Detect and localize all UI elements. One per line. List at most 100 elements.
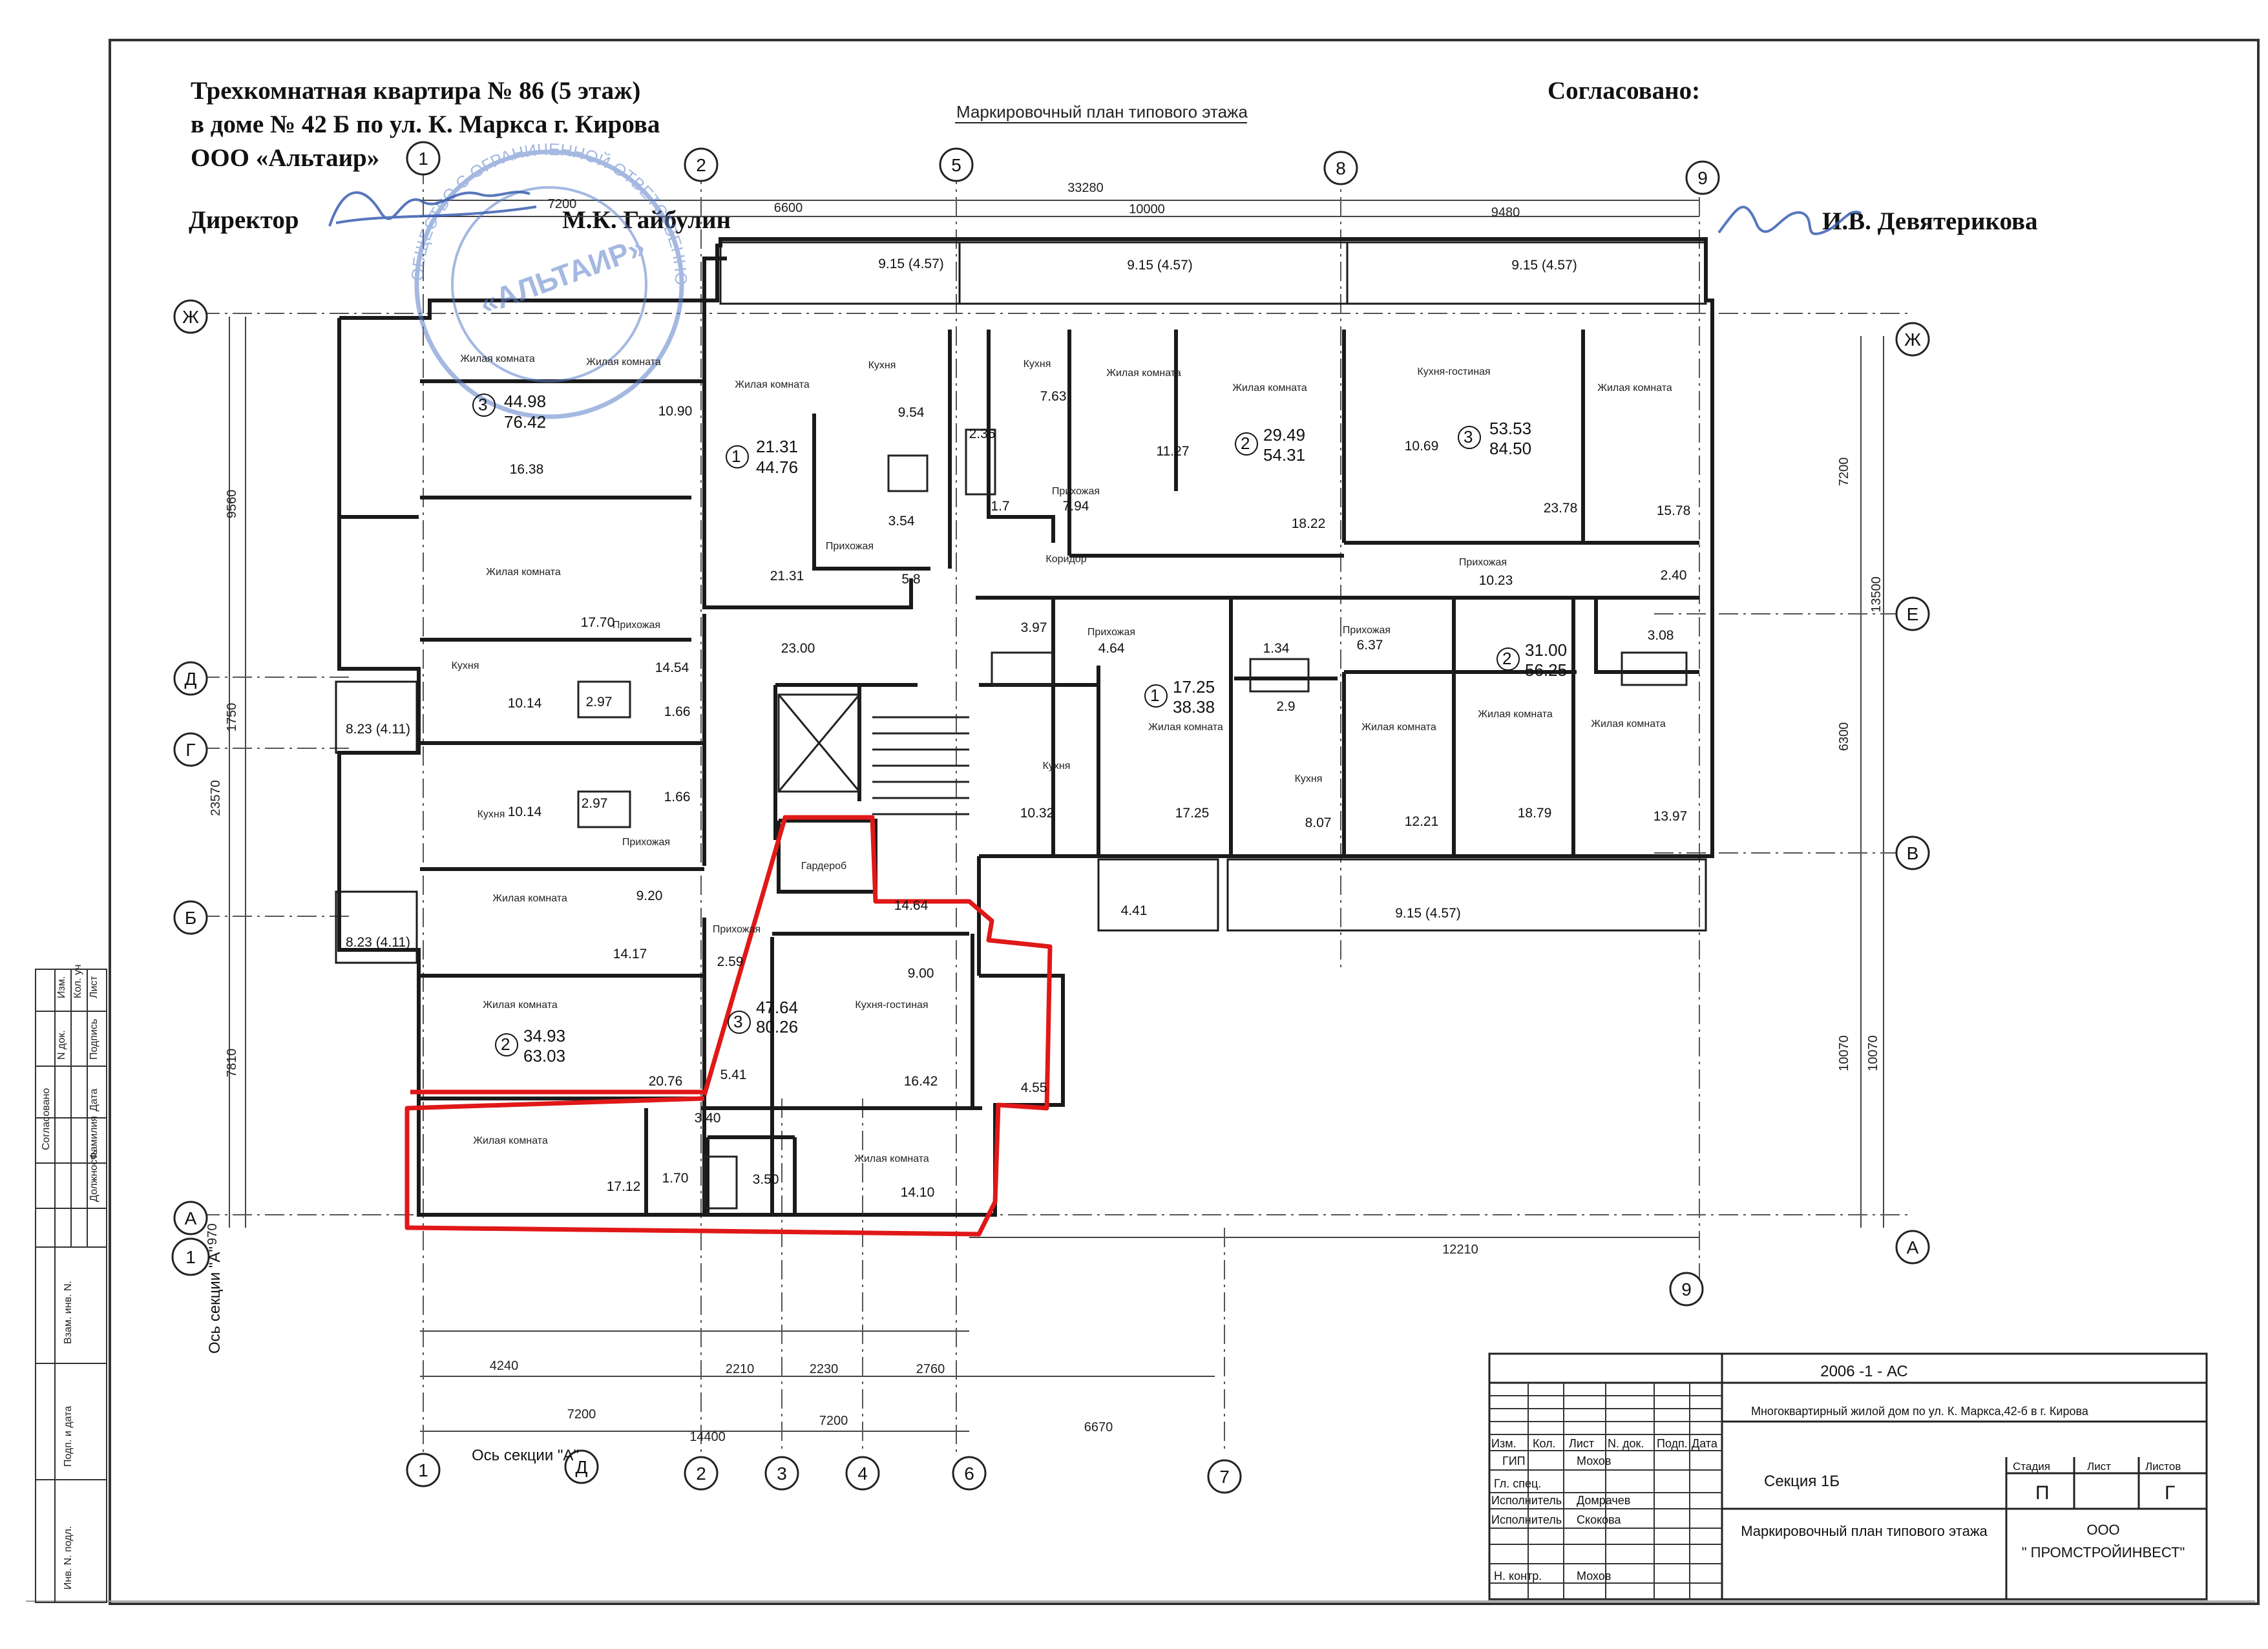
tb-project: Многоквартирный жилой дом по ул. К. Марк… [1751, 1405, 2089, 1418]
apt-num: 1 [1150, 686, 1159, 705]
room-kitchen-living: Кухня-гостиная [855, 1000, 928, 1011]
area: 5.41 [720, 1067, 747, 1082]
axis-left-g: Г [185, 740, 195, 760]
sheet-frame [26, 39, 2260, 1605]
round-stamp: ОБЩЕСТВО С ОГРАНИЧЕННОЙ ОТВЕТСТВЕННОСТЬЮ… [0, 0, 691, 419]
area: 14.64 [894, 898, 929, 913]
apt-num: 3 [1464, 427, 1473, 446]
area: 8.07 [1305, 815, 1332, 830]
area: 3.40 [695, 1111, 721, 1126]
apt-total-area: 76.42 [504, 412, 546, 432]
room-kitchen: Кухня [452, 660, 479, 671]
tb-col: Кол. [1533, 1437, 1556, 1450]
room-corridor: Коридор [1045, 554, 1086, 565]
room-living: Жилая комната [1478, 709, 1553, 720]
tb-org-line2: " ПРОМСТРОЙИНВЕСТ" [2022, 1544, 2185, 1560]
area: 14.17 [613, 947, 647, 961]
tb-role: Гл. спец. [1494, 1477, 1541, 1490]
tb-role: Н. контр. [1494, 1570, 1542, 1582]
area: 3.97 [1021, 620, 1047, 635]
tb-role: Исполнитель [1491, 1513, 1562, 1526]
tb-name: Мохов [1577, 1570, 1611, 1582]
area: 10.69 [1405, 439, 1439, 454]
area: 9.15 (4.57) [1395, 906, 1461, 921]
tb-col: Лист [1569, 1437, 1594, 1450]
room-kitchen: Кухня [1024, 359, 1051, 370]
side-vertical: Подп. и дата [63, 1406, 74, 1467]
dim-left-1750: 1750 [225, 703, 239, 732]
tb-name: Скокова [1577, 1513, 1622, 1526]
room-kitchen-living: Кухня-гостиная [1417, 366, 1490, 377]
stamp-center-text: «АЛЬТАИР» [476, 230, 649, 320]
apt-living-area: 31.00 [1525, 640, 1567, 660]
dim-left-9560: 9560 [225, 490, 239, 519]
area: 1.66 [664, 790, 691, 804]
tb-col: Подп. [1657, 1437, 1688, 1450]
area: 2.40 [1661, 568, 1687, 583]
tb-sheets-value: Г [2165, 1482, 2175, 1504]
tb-section: Секция 1Б [1764, 1473, 1840, 1490]
area: 8.23 (4.11) [346, 722, 410, 737]
title-block-main: 2006 -1 - АС Многоквартирный жилой дом п… [1741, 1363, 2185, 1560]
section-axis-label: Ось секции "А" [472, 1447, 579, 1464]
room-living: Жилая комната [492, 893, 567, 904]
room-hallway: Прихожая [1087, 627, 1135, 638]
axis-bottom-9: 9 [1681, 1279, 1692, 1299]
area: 1.7 [991, 499, 1009, 514]
room-living: Жилая комната [483, 1000, 558, 1011]
area: 17.25 [1175, 806, 1210, 821]
area: 4.64 [1098, 641, 1125, 656]
area: 3.54 [888, 514, 915, 529]
area: 1.66 [664, 704, 691, 719]
axis-top-5: 5 [951, 155, 961, 175]
area: 21.31 [770, 569, 804, 583]
dim-top-33280: 33280 [1067, 181, 1104, 195]
dimension-numbers: 7200 6600 33280 10000 9480 4240 2210 223… [205, 181, 1884, 1444]
area: 16.38 [510, 462, 544, 477]
room-living: Жилая комната [1106, 368, 1181, 379]
tb-org-line1: ООО [2086, 1522, 2119, 1538]
area: 12.21 [1405, 814, 1439, 829]
area: 9.15 (4.57) [878, 257, 944, 271]
area: 7.94 [1063, 499, 1089, 514]
dim-top-7200: 7200 [548, 197, 577, 211]
area: 9.00 [908, 966, 934, 981]
area: 9.54 [898, 405, 925, 420]
stair-elevator [777, 693, 969, 815]
room-hallway: Прихожая [826, 541, 874, 552]
axis-bottom-6: 6 [964, 1464, 974, 1484]
area: 8.23 (4.11) [346, 935, 410, 950]
svg-text:ОБЩЕСТВО С ОГРАНИЧЕННОЙ ОТВЕТС: ОБЩЕСТВО С ОГРАНИЧЕННОЙ ОТВЕТСТВЕННОСТЬЮ… [0, 0, 691, 286]
dim-bot-14400: 14400 [689, 1430, 726, 1444]
area: 14.10 [901, 1185, 935, 1200]
area: 2.36 [969, 426, 996, 441]
tb-code: 2006 -1 - АС [1820, 1363, 1908, 1380]
dim-bot-2230: 2230 [810, 1362, 839, 1376]
tb-drawing-name: Маркировочный план типового этажа [1741, 1523, 1988, 1539]
area: 1.34 [1263, 641, 1290, 656]
axis-bottom-7: 7 [1219, 1467, 1230, 1487]
header-line-2: в доме № 42 Б по ул. К. Маркса г. Кирова [191, 110, 660, 138]
axis-labels: 1 2 5 8 9 Ж Д Г Б А Ж Е В А 1 1 2 3 4 6 … [182, 149, 1921, 1487]
apt-living-area: 34.93 [523, 1026, 565, 1045]
axis-bottom-4: 4 [857, 1464, 868, 1484]
room-kitchen: Кухня [868, 360, 896, 371]
area: 10.23 [1479, 573, 1513, 588]
area: 5.8 [901, 572, 920, 587]
area: 4.41 [1121, 903, 1148, 918]
dim-right-10070a: 10070 [1837, 1035, 1851, 1071]
axis-top-2: 2 [696, 155, 706, 175]
agreed-label: Согласовано: [1548, 77, 1701, 105]
area: 7.63 [1040, 389, 1067, 404]
dim-top-9480: 9480 [1491, 205, 1520, 220]
tb-col: Изм. [1491, 1437, 1517, 1450]
area: 14.54 [655, 660, 689, 675]
room-living: Жилая комната [1597, 383, 1672, 394]
tb-col: N. док. [1608, 1437, 1644, 1450]
apt-total-area: 56.25 [1525, 660, 1567, 680]
room-hallway: Прихожая [713, 924, 761, 935]
tb-sheets-label: Листов [2145, 1460, 2181, 1473]
room-living: Жилая комната [460, 353, 535, 364]
area: 2.97 [582, 796, 608, 811]
room-living: Жилая комната [1148, 722, 1223, 733]
